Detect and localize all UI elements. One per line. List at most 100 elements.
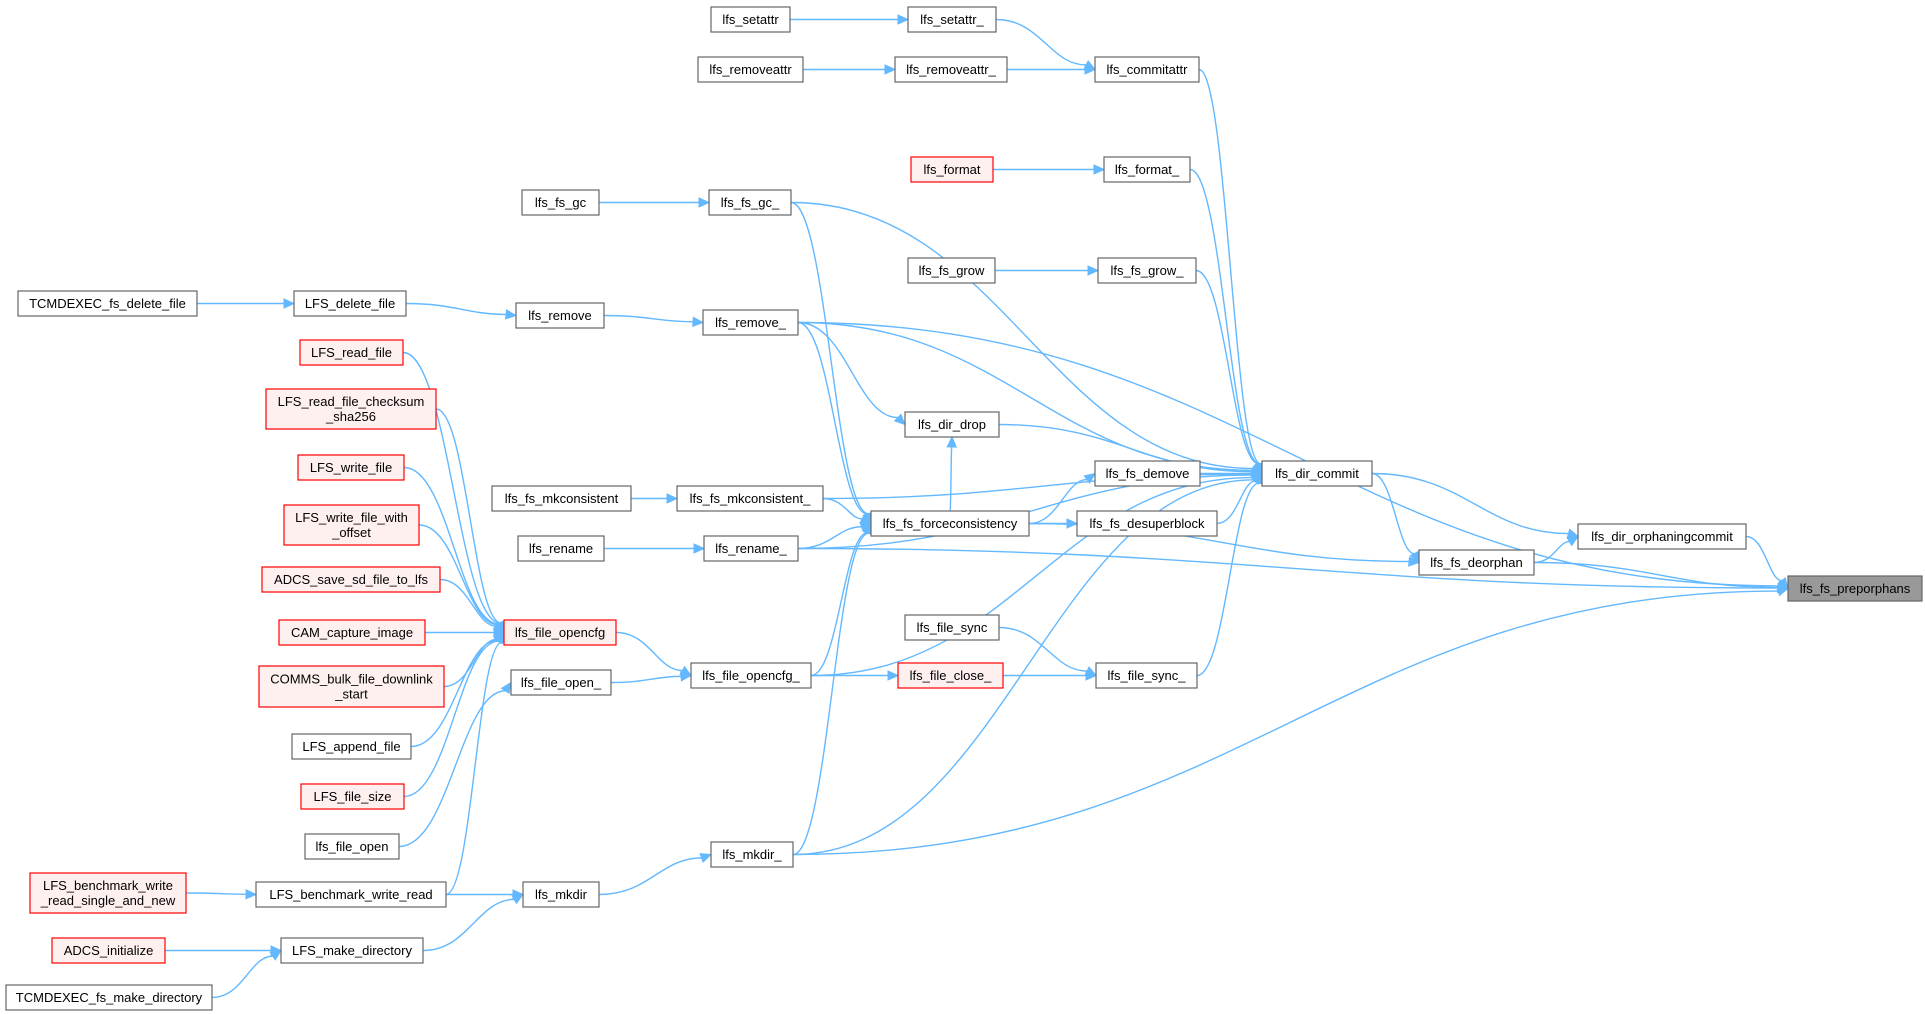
node-label: lfs_file_sync_ [1107, 668, 1186, 683]
node-lfs_fs_gc_[interactable]: lfs_fs_gc_ [708, 189, 792, 216]
node-LFS_benchmark_write_read_single_and_new[interactable]: LFS_benchmark_write_read_single_and_new [29, 872, 187, 914]
node-lfs_file_sync[interactable]: lfs_file_sync [904, 614, 1000, 641]
node-label: LFS_write_file_with_offset [295, 510, 408, 540]
node-TCMDEXEC_fs_delete_file[interactable]: TCMDEXEC_fs_delete_file [17, 290, 198, 317]
arrowhead [1408, 556, 1421, 567]
node-box [29, 872, 187, 914]
node-lfs_file_open[interactable]: lfs_file_open [304, 833, 400, 860]
node-lfs_removeattr[interactable]: lfs_removeattr [697, 56, 804, 83]
node-LFS_file_size[interactable]: LFS_file_size [300, 783, 405, 810]
node-lfs_mkdir_[interactable]: lfs_mkdir_ [710, 841, 794, 868]
node-label: LFS_read_file [311, 345, 392, 360]
node-lfs_file_opencfg_[interactable]: lfs_file_opencfg_ [690, 662, 812, 689]
node-lfs_file_close_[interactable]: lfs_file_close_ [897, 662, 1004, 689]
node-box [1094, 460, 1201, 487]
edge-lfs_rename-to-lfs_rename_ [604, 543, 706, 554]
node-lfs_dir_drop[interactable]: lfs_dir_drop [904, 411, 1000, 438]
node-LFS_benchmark_write_read[interactable]: LFS_benchmark_write_read [255, 881, 447, 908]
node-box [293, 290, 407, 317]
node-lfs_rename_[interactable]: lfs_rename_ [703, 535, 799, 562]
node-box [1577, 523, 1747, 550]
node-lfs_rename[interactable]: lfs_rename [517, 535, 605, 562]
node-box [261, 566, 441, 593]
node-label: CAM_capture_image [291, 625, 413, 640]
node-lfs_setattr[interactable]: lfs_setattr [710, 6, 791, 33]
node-lfs_fs_preporphans[interactable]: lfs_fs_preporphans [1787, 575, 1923, 602]
node-label: TCMDEXEC_fs_delete_file [29, 296, 186, 311]
node-label: lfs_setattr_ [920, 12, 984, 27]
edge-lfs_format_-to-lfs_dir_commit [1189, 168, 1265, 475]
edge-line [1195, 269, 1260, 465]
node-lfs_dir_commit[interactable]: lfs_dir_commit [1261, 460, 1373, 487]
node-LFS_read_file[interactable]: LFS_read_file [299, 339, 404, 366]
node-box [897, 662, 1004, 689]
edge-TCMDEXEC_fs_delete_file-to-LFS_delete_file [196, 298, 296, 309]
node-lfs_dir_orphaningcommit[interactable]: lfs_dir_orphaningcommit [1577, 523, 1747, 550]
node-lfs_fs_mkconsistent_[interactable]: lfs_fs_mkconsistent_ [676, 485, 824, 512]
node-ADCS_save_sd_file_to_lfs[interactable]: ADCS_save_sd_file_to_lfs [261, 566, 441, 593]
node-label: lfs_fs_demove [1106, 466, 1190, 481]
node-label: LFS_delete_file [305, 296, 395, 311]
node-LFS_read_file_checksum_sha256[interactable]: LFS_read_file_checksum_sha256 [265, 388, 437, 430]
edge-line [403, 640, 499, 798]
edge-line [185, 892, 247, 895]
node-box [708, 189, 792, 216]
edge-line [1371, 472, 1415, 555]
edge-line [998, 423, 1253, 473]
node-lfs_fs_deorphan[interactable]: lfs_fs_deorphan [1418, 549, 1535, 576]
node-lfs_remove_[interactable]: lfs_remove_ [702, 309, 799, 336]
node-LFS_write_file_with_offset[interactable]: LFS_write_file_with_offset [283, 504, 420, 546]
node-box [907, 6, 997, 33]
node-lfs_fs_mkconsistent[interactable]: lfs_fs_mkconsistent [491, 485, 632, 512]
arrowhead [1566, 535, 1580, 547]
node-label: lfs_remove [528, 308, 592, 323]
edge-line [398, 690, 506, 848]
edge-lfs_setattr-to-lfs_setattr_ [790, 14, 910, 25]
node-box [697, 56, 804, 83]
edge-lfs_dir_commit-to-lfs_dir_orphaningcommit [1371, 472, 1580, 539]
node-lfs_file_opencfg[interactable]: lfs_file_opencfg [503, 619, 617, 646]
node-label: COMMS_bulk_file_downlink_start [270, 672, 433, 702]
node-lfs_fs_gc[interactable]: lfs_fs_gc [521, 189, 600, 216]
node-box [1787, 575, 1923, 602]
edge-line [603, 314, 694, 323]
node-COMMS_bulk_file_downlink_start[interactable]: COMMS_bulk_file_downlink_start [258, 665, 445, 708]
edge-lfs_file_open-to-lfs_file_open_ [398, 681, 512, 848]
node-box [283, 504, 420, 546]
node-label: lfs_rename_ [715, 541, 787, 556]
node-box [515, 302, 605, 329]
edge-line [797, 321, 868, 515]
node-LFS_write_file[interactable]: LFS_write_file [297, 454, 405, 481]
node-lfs_fs_grow_[interactable]: lfs_fs_grow_ [1097, 257, 1197, 284]
node-label: LFS_read_file_checksum_sha256 [278, 394, 425, 424]
node-lfs_file_open_[interactable]: lfs_file_open_ [510, 669, 612, 696]
edge-lfs_fs_gc_-to-lfs_fs_forceconsistency [790, 201, 874, 525]
arrowhead [1066, 518, 1079, 529]
node-lfs_setattr_[interactable]: lfs_setattr_ [907, 6, 997, 33]
node-CAM_capture_image[interactable]: CAM_capture_image [278, 619, 426, 646]
node-lfs_format[interactable]: lfs_format [910, 156, 994, 183]
node-lfs_fs_grow[interactable]: lfs_fs_grow [907, 257, 996, 284]
node-TCMDEXEC_fs_make_directory[interactable]: TCMDEXEC_fs_make_directory [5, 984, 213, 1011]
edge-line [598, 857, 702, 896]
node-lfs_remove[interactable]: lfs_remove [515, 302, 605, 329]
node-lfs_mkdir[interactable]: lfs_mkdir [522, 881, 600, 908]
node-lfs_fs_forceconsistency[interactable]: lfs_fs_forceconsistency [870, 510, 1030, 537]
edge-line [1533, 540, 1570, 564]
arrowhead [897, 14, 910, 25]
node-LFS_append_file[interactable]: LFS_append_file [291, 733, 412, 760]
node-ADCS_initialize[interactable]: ADCS_initialize [51, 937, 166, 964]
node-box [907, 257, 996, 284]
node-lfs_fs_demove[interactable]: lfs_fs_demove [1094, 460, 1201, 487]
edge-lfs_fs_gc-to-lfs_fs_gc_ [599, 197, 711, 208]
node-label: lfs_setattr [722, 12, 779, 27]
node-lfs_format_[interactable]: lfs_format_ [1103, 156, 1191, 183]
node-lfs_fs_desuperblock[interactable]: lfs_fs_desuperblock [1076, 510, 1218, 537]
node-LFS_delete_file[interactable]: LFS_delete_file [293, 290, 407, 317]
node-lfs_file_sync_[interactable]: lfs_file_sync_ [1095, 662, 1198, 689]
node-lfs_commitattr[interactable]: lfs_commitattr [1094, 56, 1200, 83]
node-LFS_make_directory[interactable]: LFS_make_directory [280, 937, 424, 964]
node-label: lfs_file_sync [917, 620, 988, 635]
node-lfs_removeattr_[interactable]: lfs_removeattr_ [894, 56, 1008, 83]
